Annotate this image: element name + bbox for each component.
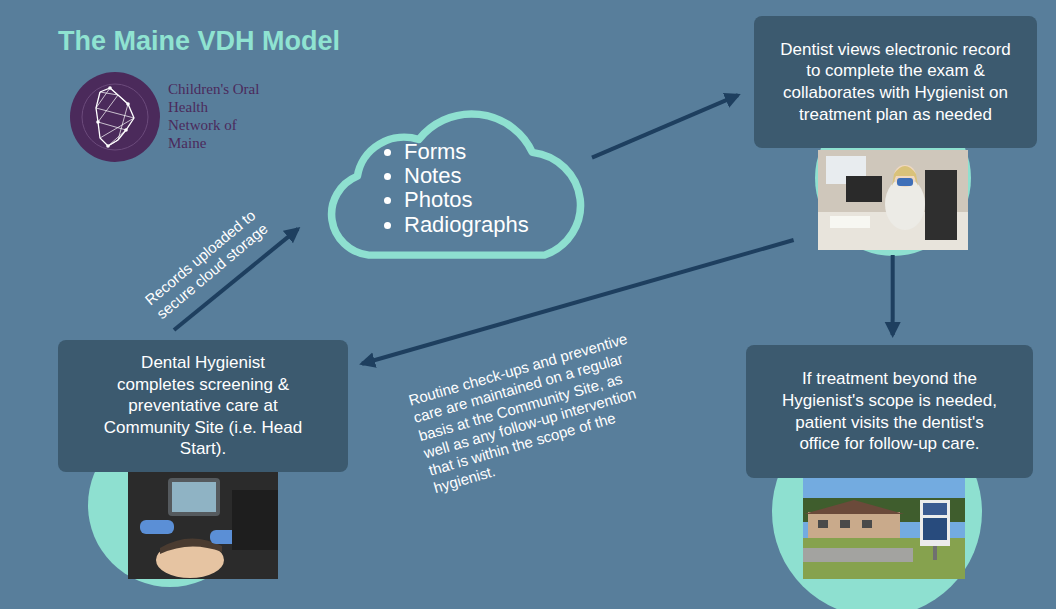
flow-arrow — [592, 95, 738, 157]
flow-arrow — [891, 255, 895, 335]
list-item: Forms — [404, 140, 590, 164]
box-text: Dental Hygienist completes screening & p… — [102, 352, 304, 460]
edge-label: Routine check-ups and preventive care ar… — [407, 326, 668, 498]
dentist-photo — [818, 150, 968, 250]
list-item: Radiographs — [404, 213, 590, 237]
list-item: Photos — [404, 188, 590, 212]
edge-label: Records uploaded to secure cloud storage — [141, 189, 291, 323]
hygienist-photo — [128, 472, 278, 579]
bullet-list: FormsNotesPhotosRadiographs — [312, 90, 590, 237]
dental-office-photo — [803, 474, 965, 579]
cloud-storage: FormsNotesPhotosRadiographs — [312, 90, 590, 268]
process-box: If treatment beyond the Hygienist's scop… — [746, 345, 1033, 478]
box-text: Dentist views electronic record to compl… — [772, 39, 1019, 125]
process-box: Dentist views electronic record to compl… — [754, 16, 1037, 148]
diagram-title: The Maine VDH Model — [58, 26, 340, 57]
box-text: If treatment beyond the Hygienist's scop… — [774, 368, 1005, 454]
logo-text: Children's Oral Health Network of Maine — [168, 80, 260, 152]
process-box: Dental Hygienist completes screening & p… — [58, 340, 348, 472]
logo-emblem — [70, 72, 160, 162]
list-item: Notes — [404, 164, 590, 188]
